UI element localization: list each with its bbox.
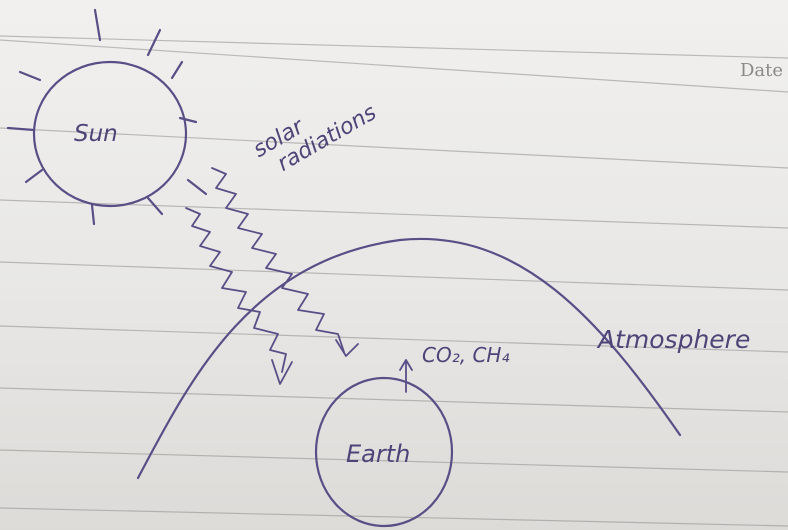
ruled-line xyxy=(0,261,788,291)
ruled-line xyxy=(0,35,788,59)
ruled-lines xyxy=(0,35,788,527)
earth-label: Earth xyxy=(346,440,410,468)
sun-circle xyxy=(32,60,188,208)
ruled-line xyxy=(0,127,788,169)
sun-label: Sun xyxy=(74,121,118,147)
date-header: Date xyxy=(740,60,783,81)
radiation-arrowhead-icon xyxy=(271,359,293,385)
radiation-wave xyxy=(185,207,287,373)
ruled-line xyxy=(0,507,788,527)
ruled-line xyxy=(0,199,788,229)
gases-label: CO₂, CH₄ xyxy=(422,343,509,367)
atmosphere-arc xyxy=(136,237,682,480)
sun: Sun xyxy=(6,8,208,226)
atmosphere-label: Atmosphere xyxy=(596,325,750,354)
earth-circle xyxy=(314,376,454,528)
ruled-line xyxy=(0,387,788,413)
earth: Earth xyxy=(314,376,454,528)
ruled-line xyxy=(0,325,788,353)
radiation-arrowhead-icon xyxy=(335,339,359,357)
radiation-wave xyxy=(211,167,345,353)
radiation-label: solar radiations xyxy=(249,100,381,177)
sun-rays-icon xyxy=(6,8,208,226)
ruled-line xyxy=(0,449,788,473)
ruled-line xyxy=(0,39,788,93)
solar-radiation-arrows xyxy=(185,167,359,385)
up-arrowhead-icon xyxy=(399,359,413,371)
